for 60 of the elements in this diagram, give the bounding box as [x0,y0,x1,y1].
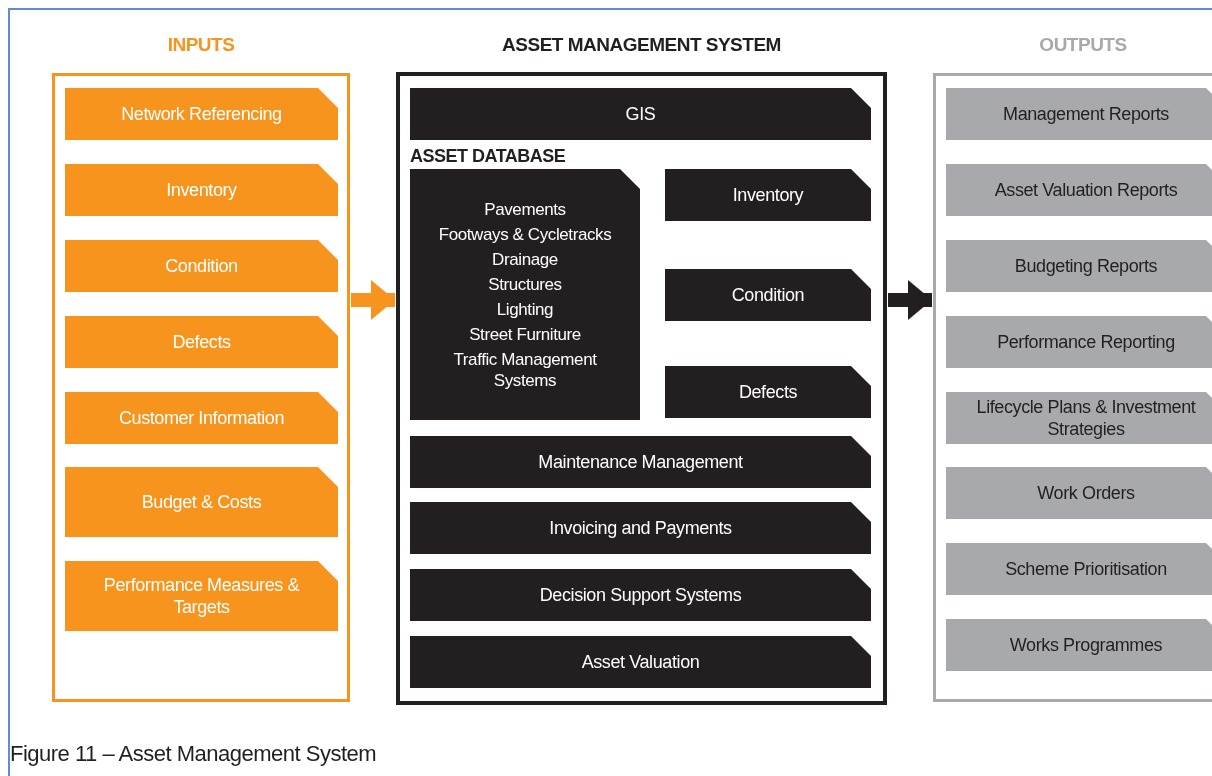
process-box [665,269,871,321]
panel-heading: ASSET MANAGEMENT SYSTEM [501,34,782,56]
process-box [946,88,1212,140]
box-label: Inventory [732,184,804,206]
process-box [410,569,871,621]
process-box [65,561,338,631]
box-label: GIS [625,103,656,125]
box-heading: ASSET DATABASE [410,146,566,167]
process-box [410,436,871,488]
box-label: Lifecycle Plans & Investment Strategies [975,396,1197,440]
box-label: Invoicing and Payments [549,517,732,539]
process-box [946,164,1212,216]
process-box [65,392,338,444]
process-box [410,502,871,554]
box-label: Work Orders [1037,482,1135,504]
box-label: Performance Reporting [997,331,1175,353]
process-box [65,88,338,140]
box-label: Asset Valuation Reports [994,179,1178,201]
process-box [65,164,338,216]
box-label: Management Reports [1003,103,1169,125]
process-box [946,467,1212,519]
process-box [946,240,1212,292]
process-box [946,543,1212,595]
box-label: Network Referencing [121,103,282,125]
list-item: Pavements [484,198,566,220]
arrow [351,280,395,320]
list-item: Street Furniture [469,323,581,345]
panel-heading: OUTPUTS [1038,34,1128,56]
process-box [65,316,338,368]
process-box [65,240,338,292]
box-label: Budgeting Reports [1014,255,1158,277]
box-label: Budget & Costs [141,491,262,513]
box-label: Inventory [166,179,237,201]
list-item: Lighting [496,298,554,320]
box-label: Maintenance Management [538,451,743,473]
box-label: Defects [172,331,231,353]
list-item: Structures [488,273,562,295]
process-box [665,366,871,418]
process-box [665,169,871,221]
process-box [946,392,1212,444]
box-label: Condition [165,255,238,277]
box-label: Condition [731,284,805,306]
figure-caption: Figure 11 – Asset Management System [10,741,377,767]
box-label: Works Programmes [1009,634,1163,656]
process-box [410,636,871,688]
list-item: Traffic Management Systems [452,348,598,391]
box-label: Performance Measures & Targets [102,574,301,618]
box-label: Scheme Prioritisation [1005,558,1167,580]
panel-heading: INPUTS [166,34,236,56]
list-item: Drainage [492,248,558,270]
box-label: Decision Support Systems [539,584,742,606]
box-label: Defects [738,381,798,403]
box-label: Customer Information [118,407,285,429]
process-box [65,467,338,537]
process-box [946,619,1212,671]
list-item: Footways & Cycletracks [438,223,612,245]
box-label: Asset Valuation [581,651,700,673]
arrow [888,280,932,320]
process-box [946,316,1212,368]
process-box [410,88,871,140]
